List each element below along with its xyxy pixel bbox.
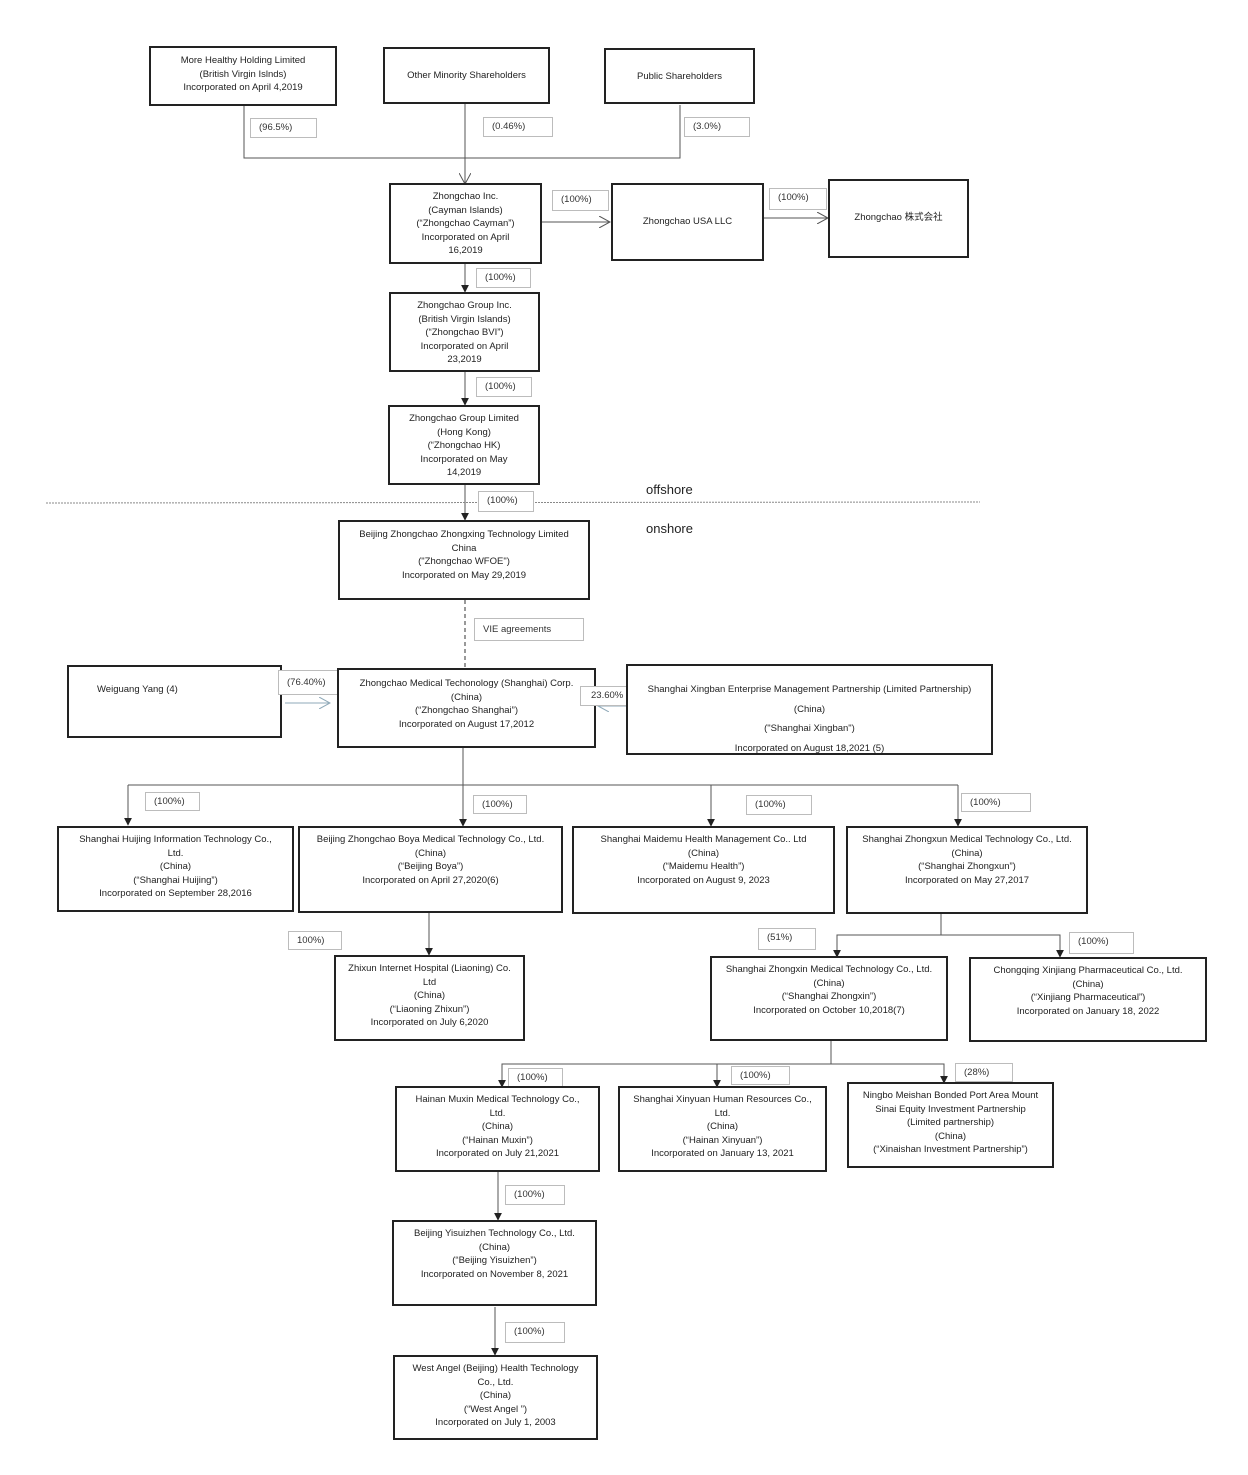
pct-wfoe: (100%) [478, 491, 534, 512]
onshore-label: onshore [646, 521, 693, 536]
entity-zhongchao-wfoe[interactable]: Beijing Zhongchao Zhongxing Technology L… [338, 520, 590, 600]
entity-shanghai-huijing[interactable]: Shanghai Huijing Information Technology … [57, 826, 294, 912]
pct-chongqing: (100%) [1069, 932, 1134, 954]
pct-zhongxin: (51%) [758, 928, 816, 950]
entity-zhongchao-japan[interactable]: Zhongchao 株式会社 [828, 179, 969, 258]
offshore-label: offshore [646, 482, 693, 497]
entity-other-minority[interactable]: Other Minority Shareholders [383, 47, 550, 104]
entity-beijing-yisuizhen[interactable]: Beijing Yisuizhen Technology Co., Ltd. (… [392, 1220, 597, 1306]
pct-ningbo: (28%) [955, 1063, 1013, 1082]
offshore-onshore-divider [45, 501, 981, 504]
pct-hk: (100%) [476, 377, 532, 397]
pct-boya: (100%) [473, 795, 527, 814]
pct-yisuizhen: (100%) [505, 1185, 565, 1205]
entity-hainan-xinyuan[interactable]: Shanghai Xinyuan Human Resources Co., Lt… [618, 1086, 827, 1172]
connector-more-healthy [243, 105, 681, 159]
entity-weiguang-yang[interactable]: Weiguang Yang (4) [67, 665, 282, 738]
entity-shanghai-zhongxin[interactable]: Shanghai Zhongxin Medical Technology Co.… [710, 956, 948, 1041]
entity-zhongchao-shanghai[interactable]: Zhongchao Medical Techonology (Shanghai)… [337, 668, 596, 748]
pct-huijing: (100%) [145, 792, 200, 811]
entity-xinaishan-partnership[interactable]: Ningbo Meishan Bonded Port Area Mount Si… [847, 1082, 1054, 1168]
entity-zhongchao-usa[interactable]: Zhongchao USA LLC [611, 183, 764, 261]
pct-weiguang: (76.40%) [278, 670, 346, 695]
pct-maidemu: (100%) [746, 795, 812, 815]
entity-public-shareholders[interactable]: Public Shareholders [604, 48, 755, 104]
pct-japan: (100%) [769, 188, 827, 210]
pct-hainan: (100%) [508, 1068, 563, 1088]
pct-westangel: (100%) [505, 1322, 565, 1343]
entity-liaoning-zhixun[interactable]: Zhixun Internet Hospital (Liaoning) Co. … [334, 955, 525, 1041]
pct-liaoning: 100%) [288, 931, 342, 950]
entity-hainan-muxin[interactable]: Hainan Muxin Medical Technology Co., Ltd… [395, 1086, 600, 1172]
vie-agreements-label: VIE agreements [474, 618, 584, 641]
entity-xinjiang-pharmaceutical[interactable]: Chongqing Xinjiang Pharmaceutical Co., L… [969, 957, 1207, 1042]
entity-shanghai-xingban[interactable]: Shanghai Xingban Enterprise Management P… [626, 664, 993, 755]
pct-zhongxun: (100%) [961, 793, 1031, 812]
pct-public: (3.0%) [684, 117, 750, 137]
entity-west-angel[interactable]: West Angel (Beijing) Health Technology C… [393, 1355, 598, 1440]
pct-usa: (100%) [552, 190, 609, 211]
pct-bvi: (100%) [476, 268, 531, 288]
pct-xinyuan: (100%) [731, 1066, 790, 1085]
pct-more-healthy: (96.5%) [250, 118, 317, 138]
pct-other-minority: (0.46%) [483, 117, 553, 137]
entity-zhongchao-cayman[interactable]: Zhongchao Inc. (Cayman Islands) (“Zhongc… [389, 183, 542, 264]
entity-maidemu-health[interactable]: Shanghai Maidemu Health Management Co.. … [572, 826, 835, 914]
entity-shanghai-zhongxun[interactable]: Shanghai Zhongxun Medical Technology Co.… [846, 826, 1088, 914]
entity-zhongchao-bvi[interactable]: Zhongchao Group Inc. (British Virgin Isl… [389, 292, 540, 372]
connector-zhongxun-subs [836, 914, 942, 957]
entity-more-healthy[interactable]: More Healthy Holding Limited (British Vi… [149, 46, 337, 106]
entity-beijing-boya[interactable]: Beijing Zhongchao Boya Medical Technolog… [298, 826, 563, 913]
entity-zhongchao-hk[interactable]: Zhongchao Group Limited (Hong Kong) (“Zh… [388, 405, 540, 485]
